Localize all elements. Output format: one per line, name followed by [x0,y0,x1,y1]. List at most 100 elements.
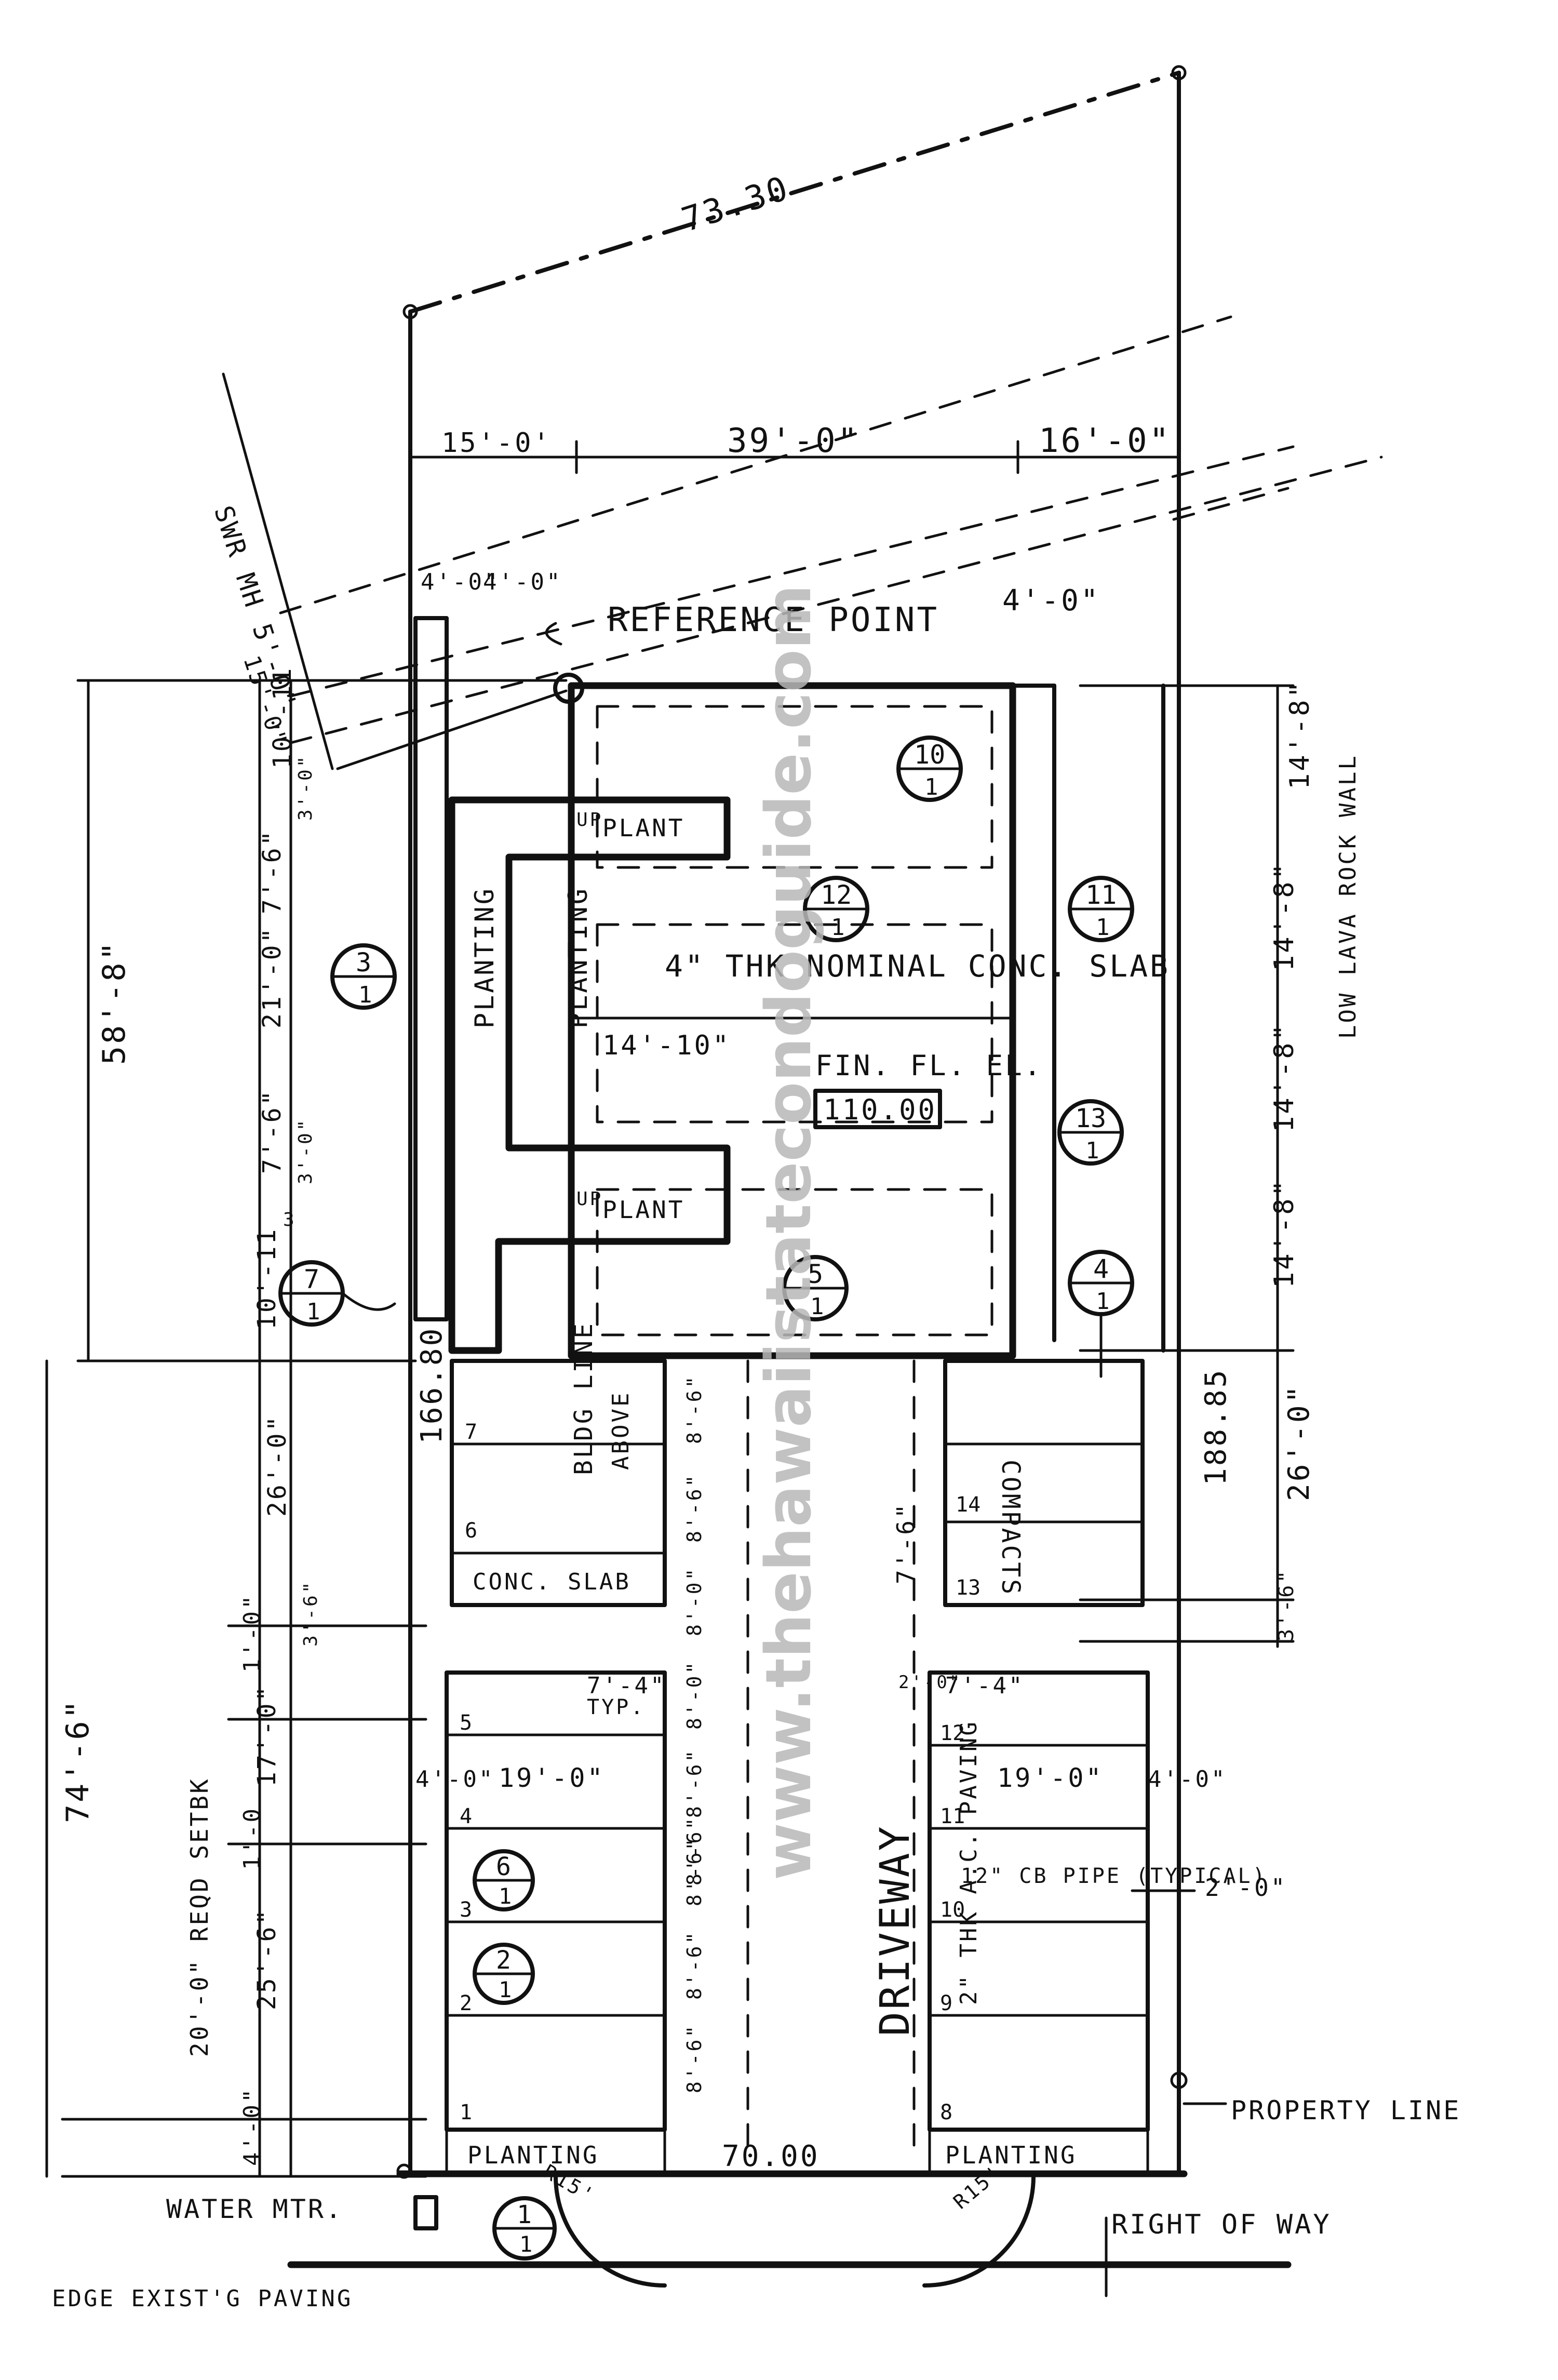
cb-pipe-label: 12" CB PIPE (TYPICAL) [961,1864,1267,1888]
property-line-label: PROPERTY LINE [1231,2095,1461,2125]
stall-number: 13 [956,1576,981,1600]
dim-left-4: 7'-6" [258,1089,287,1174]
dim-top-4: 4'-0" [421,569,500,595]
callout-number: 3 [356,947,371,978]
stall-width: 8'-6" [683,1748,706,1818]
front-planting-left [445,2128,666,2175]
callout-sheet: 1 [519,2231,532,2257]
stall-number: 10 [940,1898,965,1922]
bldg-line-label: BLDG LINE [569,1321,598,1475]
fin-floor-label: FIN. FL. EL. [815,1049,1043,1082]
driveway-label: DRIVEWAY [872,1824,919,2036]
dim-top-1: 15'-0' [441,427,552,459]
planting-bed-outline [448,796,731,1354]
callout-10: 10 1 [896,736,963,802]
water-meter-box [413,2195,438,2230]
up-label-upper: UP [576,809,603,831]
dim-7-4: 7'-4" [587,1673,666,1699]
stall-number: 2 [460,1991,472,2015]
dim-4-0-left: 4'-0" [415,1766,494,1793]
stall-number: 3 [460,1898,472,1922]
right-boundary-label: 188.85 [1199,1368,1233,1486]
dim-19-0-left: 19'-0" [499,1763,605,1793]
left-dimensions: 10'-11 7'-6" 21'-0" 7'-6" 10'-11 26'-0" … [45,666,568,2178]
dim-top-2: 39'-0" [727,422,859,460]
dim-2-right: 2'-0" [898,1672,962,1693]
dim-left-6: 26'-0" [263,1414,292,1517]
callout-number: 7 [304,1264,319,1294]
stall-number: 9 [940,1991,952,2015]
typ-label: TYP. [587,1695,645,1719]
stall-number: 6 [465,1519,477,1543]
compacts-label: COMPACTS [996,1460,1025,1596]
callout-4: 4 1 [1068,1250,1134,1378]
callout-2: 2 1 [473,1943,535,2005]
callout-6: 6 1 [473,1849,535,1911]
callout-sheet: 1 [1085,1138,1099,1164]
low-wall: LOW LAVA ROCK WALL [1161,684,1361,1353]
watermark-text: www.thehawaiistatecondoguide.com [753,584,825,1880]
dim-right-6: 3'-6" [1274,1569,1298,1641]
dim-right-3: 14'-8" [1269,1022,1300,1132]
planting-label-left: PLANTING [469,887,500,1028]
stall-number: 8 [940,2101,952,2124]
callout-1: 1 1 [492,2196,557,2261]
dim-top-3: 16'-0" [1039,422,1171,460]
callout-11: 11 1 [1068,876,1134,942]
left-parking-upper [450,1359,667,1607]
corner-marker [1170,2071,1188,2089]
building-outline [568,682,1016,1359]
dim-left-small-3: 3'-6" [300,1580,321,1647]
corner-marker [402,304,418,319]
dim-19-0-right: 19'-0" [997,1763,1104,1793]
dim-top-5: 4'-0" [483,569,562,595]
driveway-paving: 2" THK A.C. PAVING [956,1720,982,2005]
dim-left-small-4: 3 [283,1209,297,1231]
corner-marker [1171,65,1187,81]
dim-left-9: 1'-0 [239,1807,265,1870]
street: WATER MTR. EDGE EXIST'G PAVING RIGHT OF … [52,2095,1461,2312]
callout-5: 5 1 [782,1255,849,1321]
conc-slab-label: CONC. SLAB [473,1569,631,1595]
callout-number: 10 [914,740,945,770]
dim-58: 58'-8" [96,940,132,1065]
reference-leader [545,622,562,646]
callout-sheet: 1 [306,1299,320,1325]
sewer-pipe [222,372,334,770]
dim-left-small-2: 3'-0" [295,1118,316,1184]
stall-number: 4 [460,1804,472,1828]
stall-width: 8'-6" [683,1374,706,1444]
dim-left-10: 25'-6" [252,1908,281,2010]
dim-left-7: 1'-0" [239,1594,265,1673]
stall-number: 1 [460,2101,472,2124]
dim-4-0-right: 4'-0" [1148,1766,1227,1793]
setback-line [279,315,1232,614]
plant-label-upper: PLANT [602,814,684,842]
dim-left-small-1: 3'-0" [295,754,316,821]
stall-width: 8'-6" [683,1930,706,2000]
dim-left-2: 7'-6" [258,829,287,915]
building: PLANTING PLANTING PLANT UP PLANT UP 4" T… [413,616,1168,1359]
callout-3: 3 1 [330,943,397,1010]
left-boundary-label: 166.80 [415,1327,449,1444]
sewer-pipe [336,689,568,770]
dim-left-11: 4'-0" [239,2087,265,2166]
right-parking-upper [943,1359,1145,1607]
right-dimensions: 14'-8" 14'-8" 14'-8" 14'-8" 26'-0" 3'-6"… [1079,679,1316,1648]
reference-point-label: REFERENCE POINT [608,601,939,639]
dim-left-5: 10'-11 [252,1227,281,1330]
dim-left-3: 21'-0" [258,926,287,1028]
callout-12: 12 1 [803,876,869,942]
room-outline [596,705,993,869]
room-outline [596,923,993,1124]
dim-74: 74'-6" [60,1698,96,1823]
fin-floor-value: 110.00 [823,1093,937,1126]
driveway: DRIVEWAY 2" THK A.C. PAVING 70.00 [554,1359,1036,2288]
callout-number: 4 [1093,1254,1109,1284]
edge-paving-label: EDGE EXIST'G PAVING [52,2285,353,2312]
dim-14-10: 14'-10" [602,1030,731,1061]
setback-lines [279,315,1383,744]
callout-number: 2 [496,1946,511,1975]
up-label-lower: UP [576,1188,603,1210]
